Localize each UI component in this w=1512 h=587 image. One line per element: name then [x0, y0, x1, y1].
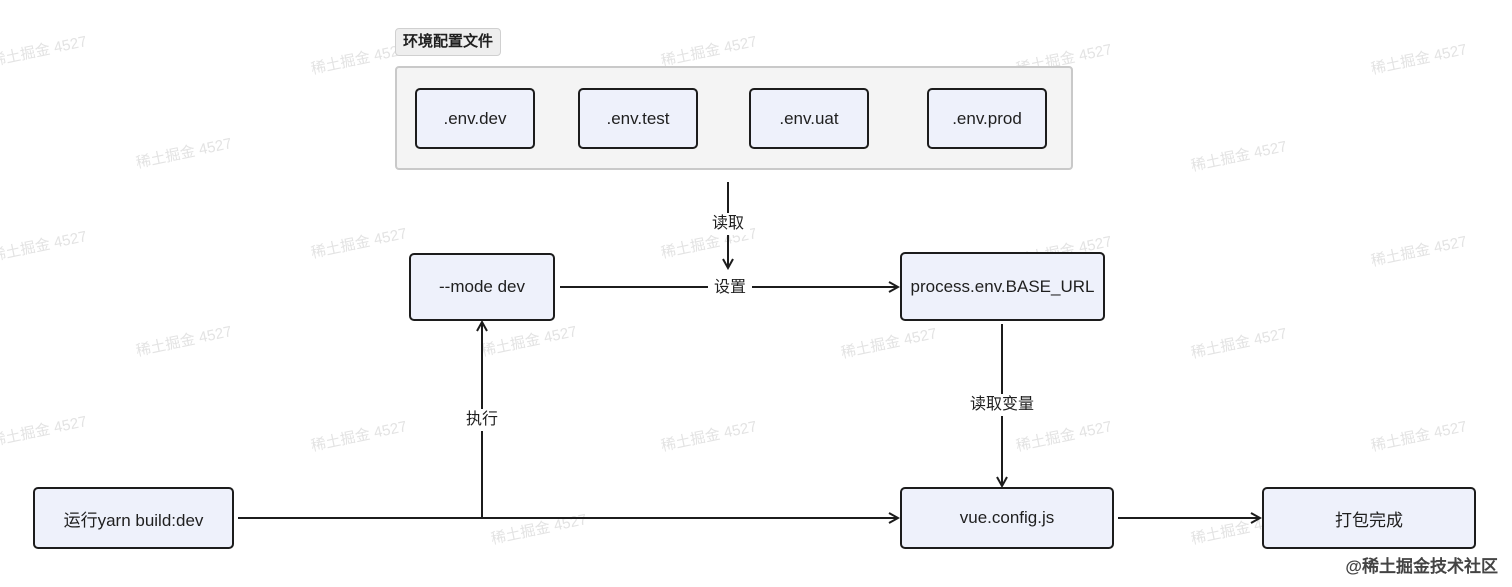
vue-config-node: vue.config.js [900, 487, 1114, 549]
edge-label-read: 读取 [705, 213, 751, 235]
mode-node: --mode dev [409, 253, 555, 321]
env-file-prod: .env.prod [927, 88, 1047, 149]
edge-label-set: 设置 [707, 277, 753, 299]
footer-credit: @稀土掘金技术社区 [1345, 557, 1498, 576]
edge-label-read-var: 读取变量 [963, 394, 1041, 416]
done-node: 打包完成 [1262, 487, 1476, 549]
env-file-test: .env.test [578, 88, 698, 149]
process-env-node: process.env.BASE_URL [900, 252, 1105, 321]
run-node: 运行yarn build:dev [33, 487, 234, 549]
env-file-dev: .env.dev [415, 88, 535, 149]
group-label: 环境配置文件 [395, 28, 502, 56]
env-file-uat: .env.uat [749, 88, 869, 149]
edge-label-execute: 执行 [459, 409, 505, 431]
